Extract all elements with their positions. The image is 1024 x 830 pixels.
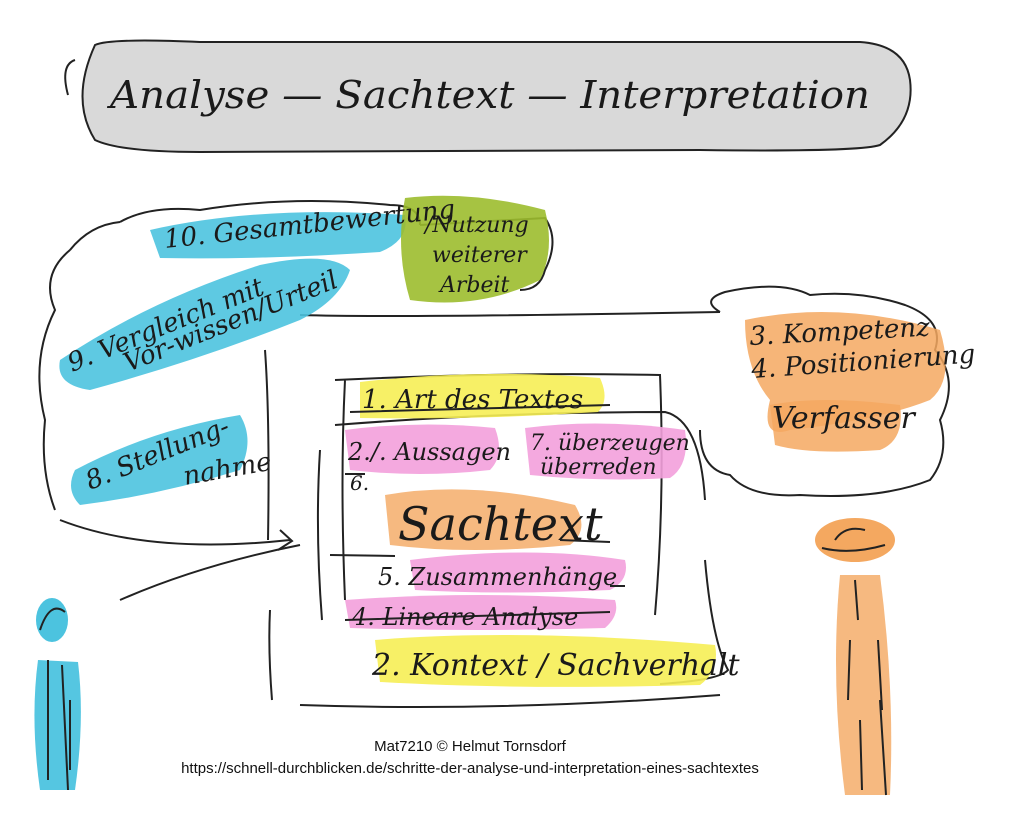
nutzung-line-1: /Nutzung (423, 213, 529, 238)
item-5-label: 5. Zusammenhänge (378, 563, 617, 591)
credit-line-2: https://schnell-durchblicken.de/schritte… (181, 760, 759, 777)
nutzung-line-2: weiterer (432, 243, 528, 268)
item-7-line-1: 7. überzeugen (530, 431, 690, 456)
credit-caption: Mat7210 © Helmut Tornsdorf https://schne… (130, 730, 810, 792)
item-4-lineare-analyse-label: 4. Lineare Analyse (351, 603, 578, 631)
item-2-6-line-1: 2./. Aussagen (347, 438, 511, 466)
connector-lines (59, 349, 721, 709)
left-figure (34, 598, 81, 791)
item-7-line-2: überreden (540, 455, 657, 480)
center-label-sachtext: Sachtext (398, 497, 603, 551)
verfasser-label: Verfasser (772, 401, 917, 436)
right-cloud: 3. Kompetenz 4. Positionierung Verfasser (699, 285, 976, 497)
item-2-6-line-2: 6. (350, 471, 369, 495)
item-2-label: 2. Kontext / Sachverhalt (371, 648, 741, 683)
right-figure (815, 518, 895, 796)
credit-line-1: Mat7210 © Helmut Tornsdorf (374, 738, 566, 755)
title-cloud: Analyse — Sachtext — Interpretation (64, 39, 912, 154)
item-1-label: 1. Art des Textes (362, 385, 583, 415)
nutzung-line-3: Arbeit (438, 273, 510, 298)
title-text: Analyse — Sachtext — Interpretation (107, 73, 870, 117)
center-box: 1. Art des Textes 2./. Aussagen 6. 7. üb… (316, 373, 741, 687)
